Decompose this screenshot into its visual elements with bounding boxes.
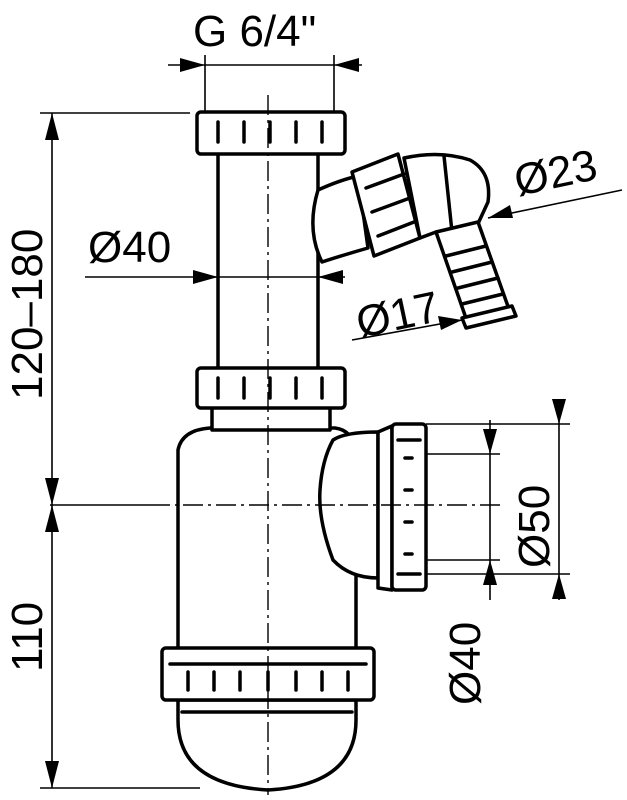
side-outlet <box>318 422 428 592</box>
dimension-hose-outer: Ø23 <box>487 141 623 219</box>
dimension-thread: G 6/4" <box>168 7 362 112</box>
dimension-hose-inner: Ø17 <box>351 283 463 348</box>
dimension-height-range: 120–180 <box>3 112 190 505</box>
outlet-inner-label: Ø40 <box>441 622 490 705</box>
middle-nut <box>195 366 347 432</box>
centerlines <box>50 95 500 795</box>
dimension-outlet-inner: Ø40 <box>426 420 500 705</box>
dimension-pipe-diameter: Ø40 <box>85 223 345 284</box>
height-lower-label: 110 <box>3 602 52 672</box>
dimension-height-lower: 110 <box>3 505 200 789</box>
pipe-diameter-label: Ø40 <box>88 223 171 272</box>
top-nut <box>195 110 347 156</box>
outlet-outer-label: Ø50 <box>510 485 559 568</box>
thread-label: G 6/4" <box>193 7 316 56</box>
hose-outer-label: Ø23 <box>510 141 602 206</box>
hose-inner-label: Ø17 <box>352 283 444 348</box>
height-range-label: 120–180 <box>3 229 52 400</box>
dimension-outlet-outer: Ø50 <box>426 399 570 600</box>
bottom-cap <box>176 698 358 792</box>
hose-connector <box>311 152 518 330</box>
